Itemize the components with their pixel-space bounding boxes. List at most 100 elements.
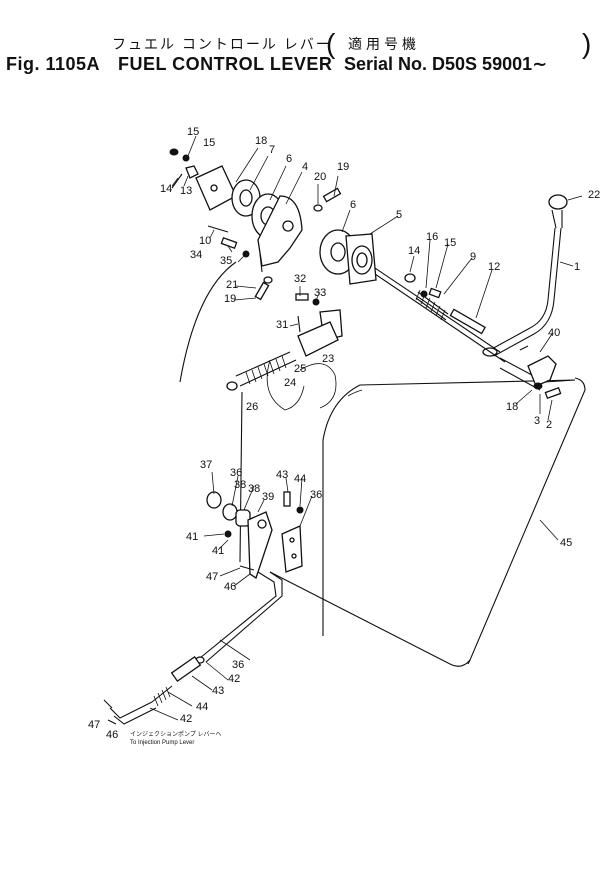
- label-40: 43: [212, 685, 224, 697]
- rod-10: [449, 308, 486, 335]
- label-41: 42: [180, 713, 192, 725]
- label-24: 26: [246, 401, 258, 413]
- pin-46-47-lower: [103, 699, 117, 725]
- figure-title: FUEL CONTROL LEVER: [118, 54, 333, 74]
- title-japanese: フュエル コントロール レバー: [112, 36, 332, 52]
- label-42: 44: [196, 701, 208, 713]
- label-19b: 21: [226, 279, 238, 291]
- label-39: 42: [228, 673, 240, 685]
- label-14b: 15: [444, 237, 456, 249]
- washer-24: [226, 381, 243, 563]
- leader-lines: [149, 135, 583, 721]
- bolt-36-37: [224, 530, 232, 538]
- washer-19-lower: [263, 276, 273, 284]
- label-47a: 47: [206, 571, 218, 583]
- pin-12: [171, 173, 183, 189]
- label-17: 18: [506, 401, 518, 413]
- bolt-18-lower: [254, 281, 270, 301]
- label-32: 37: [200, 459, 212, 471]
- label-36: 36: [232, 659, 244, 671]
- control-cable-45: [269, 377, 586, 667]
- housing-outline: [322, 379, 576, 636]
- label-19a: 20: [314, 171, 326, 183]
- label-8: 10: [199, 235, 211, 247]
- label-20: 22: [588, 189, 600, 201]
- label-38b: 41: [186, 531, 198, 543]
- lever-plate-4: [257, 195, 303, 273]
- label-23: 25: [294, 363, 306, 375]
- label-3: 3: [534, 415, 540, 427]
- label-33: 38: [248, 483, 260, 495]
- flange-5: [345, 233, 377, 285]
- label-6b: 6: [350, 199, 356, 211]
- label-9: 9: [470, 251, 476, 263]
- figure-number: Fig. 1105A: [6, 54, 101, 74]
- label-4: 4: [302, 161, 308, 173]
- label-45: 45: [560, 537, 572, 549]
- knob-20: [548, 194, 568, 210]
- label-46b: 46: [106, 729, 118, 741]
- rod-41: [109, 701, 157, 725]
- label-15a: 15: [203, 137, 215, 149]
- washer-31: [222, 503, 238, 521]
- label-46a: 46: [224, 581, 236, 593]
- label-15b: 16: [426, 231, 438, 243]
- label-29: 35: [220, 255, 232, 267]
- label-27: 33: [314, 287, 326, 299]
- label-21: 23: [322, 353, 334, 365]
- label-11: 13: [180, 185, 192, 197]
- label-37: 41: [212, 545, 224, 557]
- applicability-japanese: 適用号機: [348, 36, 420, 52]
- label-38a: 40: [548, 327, 560, 339]
- label-35: 39: [262, 491, 274, 503]
- paren-open: (: [326, 28, 336, 59]
- spring-42: [151, 685, 173, 707]
- bolt-28-29: [179, 236, 250, 383]
- label-43: 43: [276, 469, 288, 481]
- label-34: 38: [234, 479, 246, 491]
- nut-11: [185, 165, 199, 179]
- label-47b: 47: [88, 719, 100, 731]
- spring-23: [235, 351, 297, 387]
- label-5: 5: [396, 209, 402, 221]
- label-30: 36: [310, 489, 322, 501]
- sleeve-40: [170, 655, 202, 683]
- label-22: 24: [284, 377, 296, 389]
- label-18b: 19: [224, 293, 236, 305]
- label-1: 1: [574, 261, 580, 273]
- label-10: 12: [488, 261, 500, 273]
- label-16: 18: [255, 135, 267, 147]
- label-44: 44: [294, 473, 306, 485]
- lever-35: [247, 511, 273, 580]
- label-12: 14: [160, 183, 172, 195]
- clip-13: [404, 273, 416, 283]
- label-26: 32: [294, 273, 306, 285]
- washer-19-upper: [313, 204, 323, 212]
- washer-32: [206, 491, 222, 509]
- bushing-34-33: [235, 509, 251, 527]
- note-english: To Injection Pump Lever: [130, 740, 194, 746]
- part-labels: 15 15 18 7 6 4 19 20 14 13 10 34 35 6 5 …: [88, 126, 600, 741]
- serial-number-range: Serial No. D50S 59001∼: [344, 54, 548, 74]
- bolt-26-27: [295, 293, 320, 306]
- label-14a: 15: [187, 126, 199, 138]
- bolt-2-washer-3-17: [533, 382, 562, 400]
- label-7: 7: [269, 144, 275, 156]
- shaft-bracket-21: [266, 309, 343, 411]
- label-2: 2: [546, 419, 552, 431]
- bolt-14-washer-15: [420, 287, 442, 299]
- pin-8: [207, 225, 229, 233]
- label-28: 34: [190, 249, 202, 261]
- label-6a: 6: [286, 153, 292, 165]
- label-25: 31: [276, 319, 288, 331]
- injection-pump-note: インジェクションポンプ レバーへ To Injection Pump Lever: [130, 730, 222, 746]
- label-18a: 19: [337, 161, 349, 173]
- note-japanese: インジェクションポンプ レバーへ: [130, 730, 222, 738]
- pin-25: [297, 315, 301, 333]
- pin-47-46: [239, 565, 255, 571]
- cross-shaft: [359, 257, 576, 391]
- label-31: 36: [230, 467, 242, 479]
- bracket-38: [519, 345, 557, 387]
- bolt-43-44: [283, 491, 304, 514]
